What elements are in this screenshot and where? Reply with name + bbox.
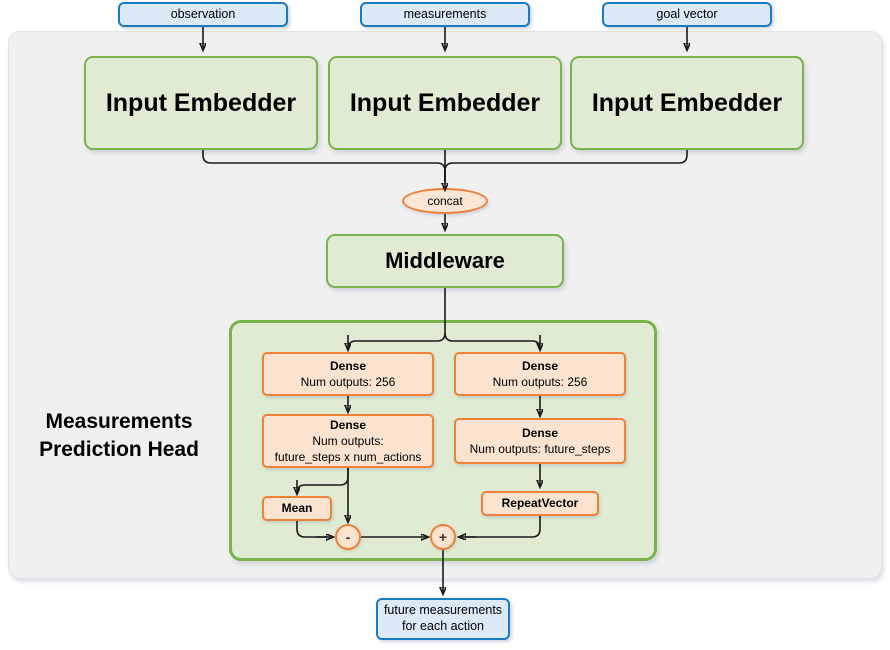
subtract-operator-label: - [345, 529, 351, 545]
input-label-goal-vector: goal vector [656, 6, 718, 21]
dense-right-2[interactable]: Dense Num outputs: future_steps [454, 418, 626, 464]
input-embedder-label-3: Input Embedder [591, 88, 783, 117]
subtract-operator[interactable]: - [335, 524, 361, 550]
input-label-observation: observation [170, 6, 236, 21]
input-embedder-goal-vector[interactable]: Input Embedder [570, 56, 804, 150]
dense-left-2[interactable]: Dense Num outputs: future_steps x num_ac… [262, 414, 434, 468]
dense-left-2-outputs-value: future_steps x num_actions [274, 450, 422, 465]
concat-node[interactable]: concat [402, 188, 488, 214]
input-embedder-label-2: Input Embedder [349, 88, 541, 117]
output-box-future-measurements[interactable]: future measurements for each action [376, 598, 510, 640]
dense-right-2-text: Dense Num outputs: future_steps [456, 425, 624, 457]
repeat-vector-label: RepeatVector [501, 496, 579, 511]
input-box-observation[interactable]: observation [118, 2, 288, 27]
dense-right-1[interactable]: Dense Num outputs: 256 [454, 352, 626, 396]
input-embedder-measurements[interactable]: Input Embedder [328, 56, 562, 150]
output-line2: for each action [402, 619, 484, 633]
input-label-measurements: measurements [403, 6, 487, 21]
dense-left-2-title: Dense [329, 417, 367, 432]
output-box-text: future measurements for each action [378, 603, 508, 634]
head-title-line1: Measurements [45, 410, 193, 433]
mean-label: Mean [281, 501, 313, 516]
add-operator-label: + [438, 529, 448, 545]
dense-left-2-outputs-label: Num outputs: [312, 433, 384, 448]
middleware-block[interactable]: Middleware [326, 234, 564, 288]
input-embedder-label-1: Input Embedder [105, 88, 297, 117]
dense-right-1-outputs: Num outputs: 256 [492, 375, 588, 389]
dense-right-1-title: Dense [521, 358, 559, 373]
head-title-line2: Prediction Head [39, 437, 199, 461]
add-operator[interactable]: + [430, 524, 456, 550]
input-box-measurements[interactable]: measurements [360, 2, 530, 27]
mean-node[interactable]: Mean [262, 496, 332, 521]
dense-left-1-outputs: Num outputs: 256 [300, 375, 396, 389]
middleware-label: Middleware [385, 248, 505, 273]
dense-left-2-text: Dense Num outputs: future_steps x num_ac… [264, 417, 432, 466]
dense-left-1-text: Dense Num outputs: 256 [264, 358, 432, 390]
measurements-prediction-head-title: Measurements Prediction Head [16, 408, 222, 463]
concat-label: concat [427, 194, 463, 208]
dense-right-1-text: Dense Num outputs: 256 [456, 358, 624, 390]
dense-left-1[interactable]: Dense Num outputs: 256 [262, 352, 434, 396]
dense-left-1-title: Dense [329, 358, 367, 373]
repeat-vector-node[interactable]: RepeatVector [481, 491, 599, 516]
output-line1: future measurements [383, 603, 503, 618]
input-embedder-observation[interactable]: Input Embedder [84, 56, 318, 150]
input-box-goal-vector[interactable]: goal vector [602, 2, 772, 27]
dense-right-2-title: Dense [521, 425, 559, 440]
dense-right-2-outputs: Num outputs: future_steps [469, 442, 611, 456]
